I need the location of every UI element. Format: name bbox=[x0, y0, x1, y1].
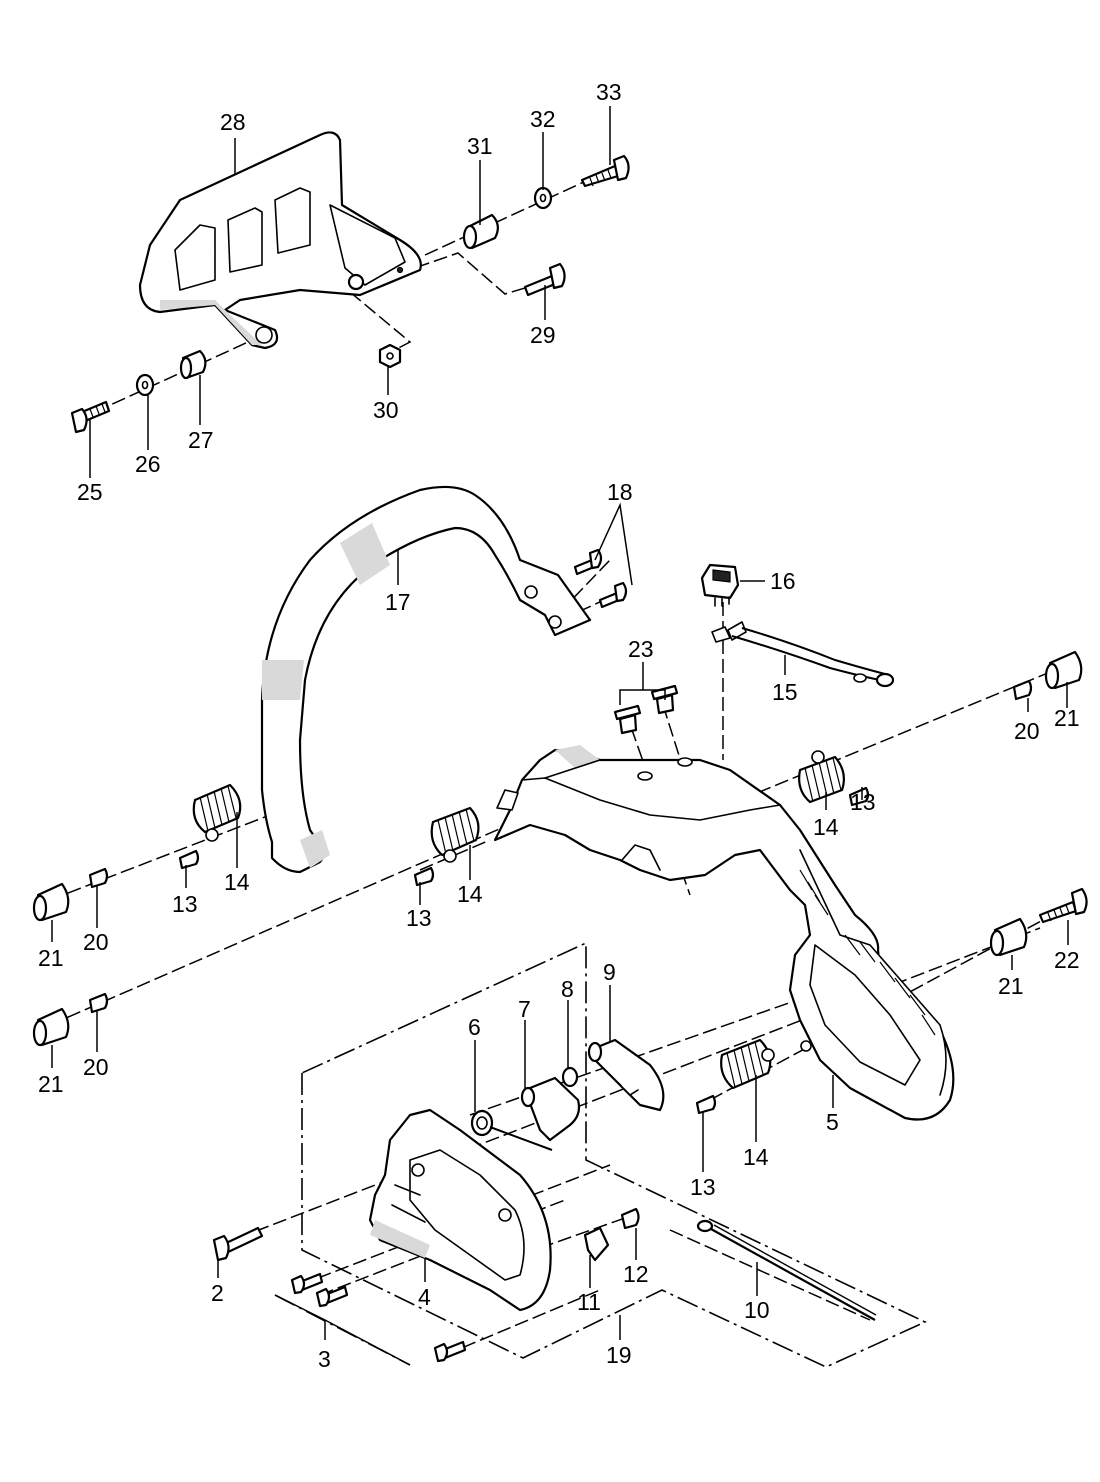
callout-18: 18 bbox=[607, 479, 633, 505]
part-14-spring-left bbox=[192, 783, 242, 842]
callout-20-right: 20 bbox=[1014, 718, 1040, 744]
part-6-spring bbox=[470, 1109, 553, 1151]
callout-13-center: 13 bbox=[406, 905, 432, 931]
part-18-handle-screws bbox=[573, 548, 628, 609]
callout-17: 17 bbox=[385, 589, 411, 615]
callout-16: 16 bbox=[770, 568, 796, 594]
callout-22: 22 bbox=[1054, 947, 1080, 973]
callout-9: 9 bbox=[603, 959, 616, 985]
callout-6: 6 bbox=[468, 1014, 481, 1040]
callout-12: 12 bbox=[623, 1261, 649, 1287]
callout-29: 29 bbox=[530, 322, 556, 348]
part-16-switch bbox=[700, 563, 740, 607]
callout-14-left: 14 bbox=[224, 869, 250, 895]
part-27-spacer bbox=[179, 349, 207, 380]
callout-14-lower: 14 bbox=[743, 1144, 769, 1170]
callout-28: 28 bbox=[220, 109, 246, 135]
part-33-screw bbox=[580, 154, 630, 188]
part-23-plugs bbox=[613, 684, 679, 735]
callout-30: 30 bbox=[373, 397, 399, 423]
part-25-screw bbox=[70, 400, 111, 434]
part-9-trigger bbox=[587, 1038, 665, 1112]
callout-15: 15 bbox=[772, 679, 798, 705]
callout-13-right: 13 bbox=[850, 789, 876, 815]
part-3-screws bbox=[290, 1272, 467, 1363]
callout-13-left: 13 bbox=[172, 891, 198, 917]
callout-26: 26 bbox=[135, 451, 161, 477]
callout-25: 25 bbox=[77, 479, 103, 505]
part-13-screws bbox=[178, 786, 870, 1115]
callout-5: 5 bbox=[826, 1109, 839, 1135]
callout-23: 23 bbox=[628, 636, 654, 662]
callout-19: 19 bbox=[606, 1342, 632, 1368]
part-22-screw bbox=[1038, 887, 1088, 924]
part-8-ring bbox=[561, 1066, 579, 1088]
part-32-washer bbox=[533, 186, 553, 210]
callout-27: 27 bbox=[188, 427, 214, 453]
callout-32: 32 bbox=[530, 106, 556, 132]
part-14-spring-right-top bbox=[798, 750, 845, 804]
callout-20-left-top: 20 bbox=[83, 929, 109, 955]
part-5-handle-housing bbox=[493, 745, 955, 1121]
callout-14-center: 14 bbox=[457, 881, 483, 907]
part-29-bolt bbox=[523, 262, 566, 297]
part-11-clip bbox=[583, 1226, 610, 1262]
part-26-washer bbox=[135, 373, 155, 397]
callout-10: 10 bbox=[744, 1297, 770, 1323]
callout-4: 4 bbox=[418, 1284, 431, 1310]
callout-21-left-top: 21 bbox=[38, 945, 64, 971]
part-30-nut bbox=[378, 343, 402, 369]
part-4-handle-cover bbox=[368, 1108, 552, 1312]
callout-31: 31 bbox=[467, 133, 493, 159]
callout-21-right-bottom: 21 bbox=[998, 973, 1024, 999]
part-21-buffers bbox=[32, 650, 1083, 1047]
callout-11: 11 bbox=[577, 1289, 601, 1315]
callout-2: 2 bbox=[211, 1280, 224, 1306]
part-10-rod bbox=[696, 1219, 877, 1321]
callout-21-right-top: 21 bbox=[1054, 705, 1080, 731]
callout-21-left-bottom: 21 bbox=[38, 1071, 64, 1097]
part-28-hand-guard bbox=[138, 131, 422, 350]
callout-3: 3 bbox=[318, 1346, 331, 1372]
callout-13-lower: 13 bbox=[690, 1174, 716, 1200]
part-2-screw bbox=[212, 1226, 264, 1262]
part-17-front-handle bbox=[260, 485, 592, 874]
callout-14-right: 14 bbox=[813, 814, 839, 840]
part-31-spacer bbox=[462, 213, 499, 250]
leader-lines bbox=[51, 106, 1069, 1366]
callout-20-left-bottom: 20 bbox=[83, 1054, 109, 1080]
callout-7: 7 bbox=[518, 996, 531, 1022]
part-14-spring-lower bbox=[720, 1038, 775, 1090]
part-20-screws bbox=[88, 679, 1033, 1014]
callout-8: 8 bbox=[561, 976, 574, 1002]
part-14-spring-center bbox=[430, 806, 480, 863]
callout-33: 33 bbox=[596, 79, 622, 105]
part-12-screw bbox=[620, 1207, 640, 1230]
callout-labels: 28 31 32 33 29 30 25 26 27 17 18 16 15 2… bbox=[38, 79, 1080, 1372]
part-7-lever bbox=[520, 1076, 581, 1142]
part-15-wire-harness bbox=[711, 621, 895, 688]
